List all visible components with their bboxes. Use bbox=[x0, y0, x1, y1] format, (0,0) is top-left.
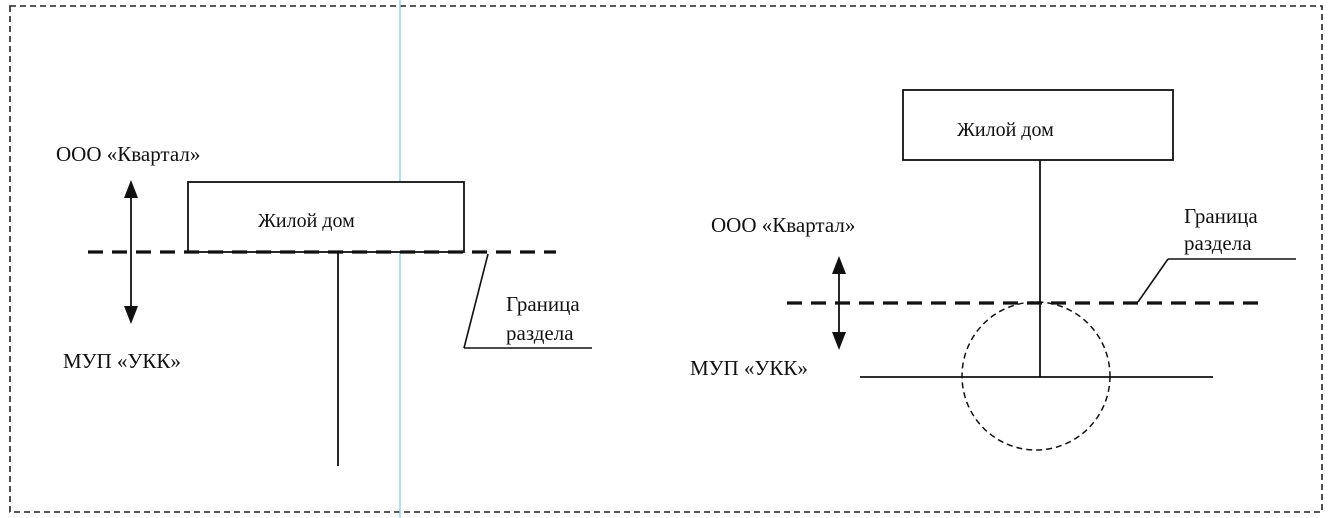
left-upper-party-label: ООО «Квартал» bbox=[56, 142, 201, 166]
right-boundary-leader bbox=[1137, 258, 1169, 303]
left-building-box bbox=[187, 181, 465, 253]
right-lower-party-label: МУП «УКК» bbox=[690, 356, 808, 380]
right-upper-party-label: ООО «Квартал» bbox=[711, 213, 856, 237]
left-diagram bbox=[88, 180, 592, 466]
right-building-label: Жилой дом bbox=[957, 119, 1054, 141]
left-boundary-leader bbox=[463, 253, 489, 349]
left-boundary-label-line2: раздела bbox=[506, 321, 574, 345]
right-building-box bbox=[902, 89, 1174, 161]
left-responsibility-arrow bbox=[124, 180, 138, 324]
left-building-label: Жилой дом bbox=[258, 210, 355, 232]
left-boundary-label-line1: Граница bbox=[506, 292, 580, 316]
right-responsibility-arrow bbox=[832, 256, 846, 350]
right-boundary-label-line2: раздела bbox=[1184, 231, 1252, 255]
right-diagram bbox=[787, 89, 1296, 451]
outer-frame bbox=[9, 5, 1323, 513]
right-boundary-label-line1: Граница bbox=[1184, 204, 1258, 228]
left-lower-party-label: МУП «УКК» bbox=[63, 349, 181, 373]
right-connection-circle bbox=[961, 301, 1111, 451]
